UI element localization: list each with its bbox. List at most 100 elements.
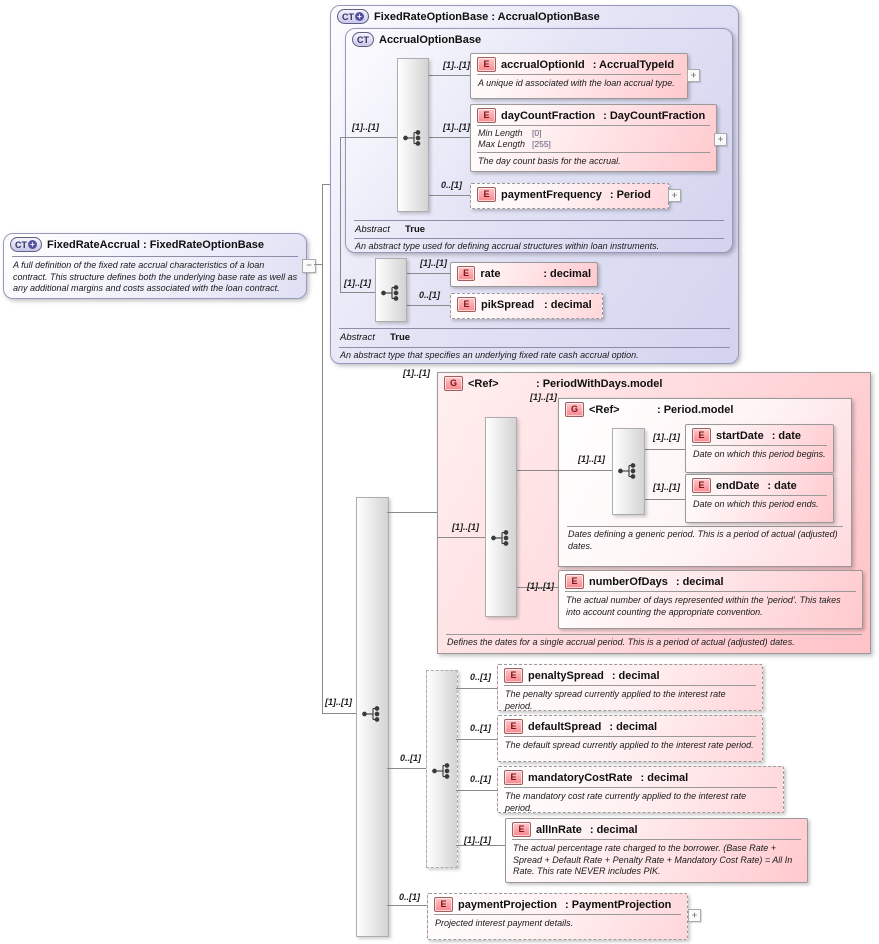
element-name: mandatoryCostRate xyxy=(528,771,633,784)
divider xyxy=(12,256,298,257)
connector-line xyxy=(558,470,612,471)
group-name: <Ref> xyxy=(589,403,620,416)
divider xyxy=(567,526,843,527)
connector-line xyxy=(405,305,450,306)
element-icon: E xyxy=(565,574,584,589)
element-header: E dayCountFraction : DayCountFraction xyxy=(471,105,716,125)
element-type: : decimal xyxy=(543,267,591,280)
connector-line xyxy=(456,845,505,846)
element-header: E pikSpread : decimal xyxy=(451,294,602,314)
element-type: : date xyxy=(771,429,802,442)
cardinality-label: [1]..[1] xyxy=(325,697,352,707)
cardinality-label: [1]..[1] xyxy=(443,60,470,70)
element-box-daycountfraction[interactable]: E dayCountFraction : DayCountFraction Mi… xyxy=(470,104,717,172)
complex-type-title: FixedRateAccrual : FixedRateOptionBase xyxy=(47,238,265,251)
element-box-accrualoptionid[interactable]: E accrualOptionId : AccrualTypeId A uniq… xyxy=(470,53,688,99)
element-description: The actual percentage rate charged to th… xyxy=(513,843,793,877)
element-box-pikspread[interactable]: E pikSpread : decimal xyxy=(450,293,603,319)
element-description: A unique id associated with the loan acc… xyxy=(478,78,675,88)
connector-line xyxy=(322,184,323,714)
element-icon: E xyxy=(692,428,711,443)
complex-type-box-fixedrateaccrual[interactable]: CT+ FixedRateAccrual : FixedRateOptionBa… xyxy=(3,233,307,299)
divider xyxy=(354,238,724,239)
cardinality-label: 0..[1] xyxy=(470,723,492,733)
cardinality-label: [1]..[1] xyxy=(443,122,470,132)
element-box-startdate[interactable]: E startDate : date Date on which this pe… xyxy=(685,424,834,473)
element-description: The penalty spread currently applied to … xyxy=(505,689,726,711)
complex-type-header: CT AccrualOptionBase xyxy=(346,29,732,49)
element-type: : PaymentProjection xyxy=(565,898,672,911)
connector-line xyxy=(322,184,330,185)
element-box-paymentfrequency[interactable]: E paymentFrequency : Period xyxy=(470,183,669,209)
element-box-penaltyspread[interactable]: E penaltySpread : decimal The penalty sp… xyxy=(497,664,763,711)
facet-row: Max Length [255] xyxy=(478,139,709,150)
element-header: E paymentProjection : PaymentProjection xyxy=(428,894,687,914)
connector-line xyxy=(405,273,450,274)
expand-icon[interactable]: + xyxy=(687,69,700,82)
expand-icon[interactable]: + xyxy=(668,189,681,202)
plus-icon: + xyxy=(355,12,364,21)
type-description: An abstract type that specifies an under… xyxy=(340,350,639,360)
element-icon: E xyxy=(504,668,523,683)
element-name: endDate xyxy=(716,479,760,492)
element-header: E numberOfDays : decimal xyxy=(559,571,862,591)
connector-line xyxy=(427,75,470,76)
divider xyxy=(339,328,730,329)
element-header: E penaltySpread : decimal xyxy=(498,665,762,685)
expand-icon[interactable]: + xyxy=(688,909,701,922)
facet-row: Min Length [0] xyxy=(478,128,709,139)
abstract-row: Abstract True xyxy=(355,224,724,235)
cardinality-label: [1]..[1] xyxy=(403,368,430,378)
element-type: : decimal xyxy=(640,771,689,784)
element-type: : date xyxy=(767,479,797,492)
element-header: E startDate : date xyxy=(686,425,833,445)
sequence-connector xyxy=(397,58,429,212)
element-icon: E xyxy=(692,478,711,493)
group-icon: G xyxy=(444,376,463,391)
element-box-mandatorycostrate[interactable]: E mandatoryCostRate : decimal The mandat… xyxy=(497,766,784,813)
element-name: penaltySpread xyxy=(528,669,604,682)
cardinality-label: [1]..[1] xyxy=(527,581,554,591)
element-box-paymentprojection[interactable]: E paymentProjection : PaymentProjection … xyxy=(427,893,688,940)
expand-icon[interactable]: + xyxy=(714,133,727,146)
collapse-icon[interactable]: − xyxy=(302,259,316,273)
element-type: : decimal xyxy=(544,298,592,311)
element-name: defaultSpread xyxy=(528,720,602,733)
divider xyxy=(504,736,756,737)
abstract-label: Abstract xyxy=(340,332,375,343)
abstract-value: True xyxy=(405,224,426,235)
sequence-icon xyxy=(381,285,399,301)
sequence-icon xyxy=(432,763,450,779)
element-type: : DayCountFraction xyxy=(603,109,706,122)
group-header: G <Ref> : PeriodWithDays.model xyxy=(438,373,870,393)
element-box-defaultspread[interactable]: E defaultSpread : decimal The default sp… xyxy=(497,715,763,762)
cardinality-label: 0..[1] xyxy=(399,892,421,902)
divider xyxy=(565,591,856,592)
abstract-value: True xyxy=(390,332,411,343)
element-box-rate[interactable]: E rate : decimal xyxy=(450,262,598,287)
connector-line xyxy=(643,449,685,450)
connector-line xyxy=(314,264,322,265)
cardinality-label: [1]..[1] xyxy=(578,454,605,464)
facet-label: Max Length xyxy=(478,139,526,149)
connector-line xyxy=(322,713,356,714)
cardinality-label: 0..[1] xyxy=(470,672,492,682)
element-type: : AccrualTypeId xyxy=(592,58,675,71)
sequence-icon xyxy=(491,530,509,546)
element-box-enddate[interactable]: E endDate : date Date on which this peri… xyxy=(685,474,834,523)
badge-text: CT xyxy=(342,11,354,22)
connector-line xyxy=(515,587,558,588)
element-description: Date on which this period begins. xyxy=(693,449,826,459)
abstract-row: Abstract True xyxy=(340,332,730,343)
element-box-numberofdays[interactable]: E numberOfDays : decimal The actual numb… xyxy=(558,570,863,629)
connector-line xyxy=(456,739,497,740)
element-box-allinrate[interactable]: E allInRate : decimal The actual percent… xyxy=(505,818,808,883)
cardinality-label: 0..[1] xyxy=(419,290,441,300)
element-description: The day count basis for the accrual. xyxy=(478,156,621,166)
cardinality-label: [1]..[1] xyxy=(653,482,680,492)
sequence-connector xyxy=(612,428,645,515)
element-icon: E xyxy=(477,108,496,123)
connector-line xyxy=(643,499,685,500)
complex-type-header: CT+ FixedRateAccrual : FixedRateOptionBa… xyxy=(4,234,306,254)
element-type: : decimal xyxy=(611,669,660,682)
